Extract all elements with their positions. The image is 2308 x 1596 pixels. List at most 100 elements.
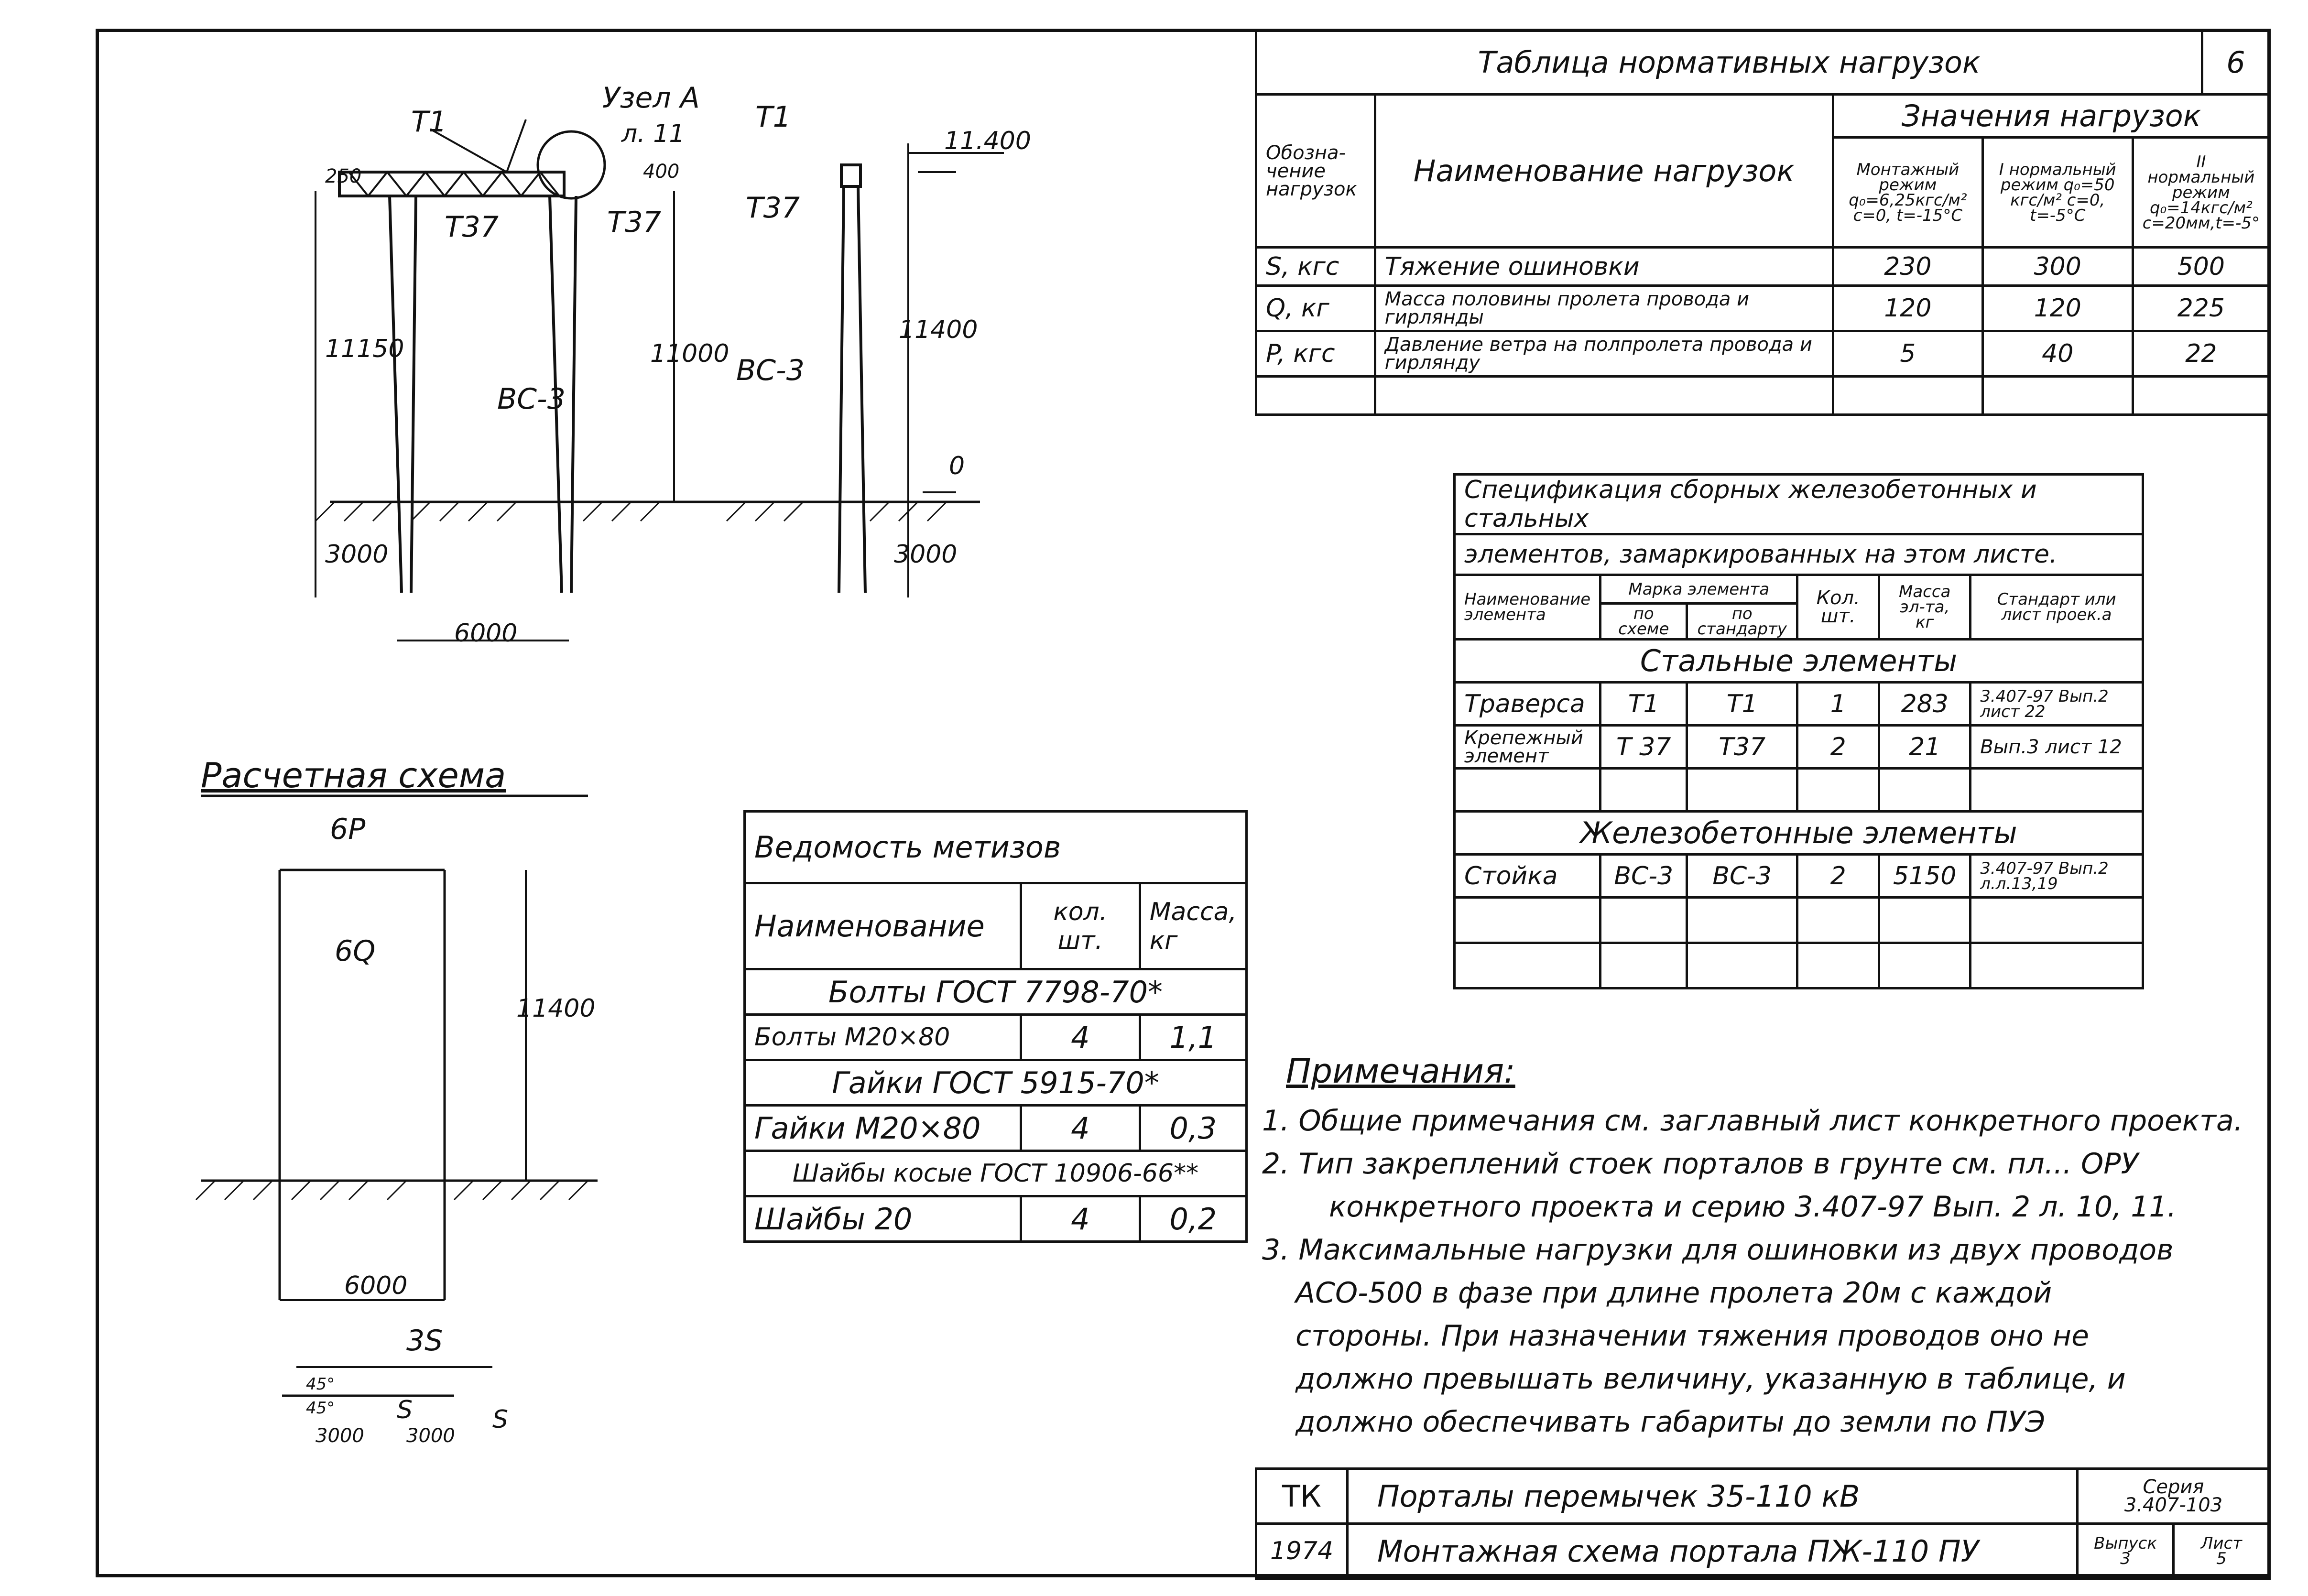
label-45-1: 45° (306, 1375, 335, 1394)
load-value: 230 (1831, 246, 1984, 287)
load-value: 120 (1981, 284, 2134, 332)
spec-cell: Крепежный элемент (1453, 724, 1602, 770)
spec-cell: 3.407-97 Вып.2 лист 22 (1969, 681, 2144, 727)
load-name: Давление ветра на полпролета провода и г… (1373, 330, 1834, 378)
note-item: 1. Общие примечания см. заглавный лист к… (1262, 1104, 2243, 1138)
load-row: S, кгс Тяжение ошиновки 230 300 500 (1255, 246, 2271, 287)
load-value: 22 (2131, 330, 2271, 378)
load-row: P, кгс Давление ветра на полпролета пров… (1255, 330, 2271, 378)
spec-row: Крепежный элемент Т 37 Т37 2 21 Вып.3 ли… (1453, 724, 2144, 770)
notes-list: 1. Общие примечания см. заглавный лист к… (1262, 1099, 2256, 1444)
spec-cell: 5150 (1878, 853, 1972, 899)
dim-3000-b: 3000 (406, 1425, 455, 1447)
title-org: ТК (1255, 1467, 1349, 1525)
note-item: конкретного проекта и серию 3.407-97 Вып… (1329, 1190, 2177, 1224)
label-bc3-side: ВС-3 (736, 354, 805, 387)
note-item: 3. Максимальные нагрузки для ошиновки из… (1262, 1233, 2174, 1267)
spec-row: Стойка ВС-3 ВС-3 2 5150 3.407-97 Вып.2 л… (1453, 853, 2144, 899)
calc-scheme-title: Расчетная схема (201, 755, 506, 795)
hardware-cell: 4 (1019, 1195, 1141, 1243)
dim-3000-a: 3000 (316, 1425, 364, 1447)
load-value: 120 (1831, 284, 1984, 332)
loads-table-title: Таблица нормативных нагрузок (1255, 29, 2203, 96)
title-line-1: Порталы перемычек 35-110 кВ (1346, 1467, 2079, 1525)
load-value: 225 (2131, 284, 2271, 332)
hardware-cell: Гайки М20×80 (743, 1104, 1022, 1152)
sheet-value: 5 (2216, 1549, 2227, 1568)
dim-11400-side: 11400 (899, 315, 978, 344)
load-value: 40 (1981, 330, 2134, 378)
series-label: Серия (2143, 1476, 2204, 1498)
title-sheet: Лист 5 (2172, 1522, 2271, 1580)
loads-table: Таблица нормативных нагрузок 6 Обозна- ч… (1255, 29, 2271, 416)
load-code: P, кгс (1255, 330, 1376, 378)
load-row: Q, кг Масса половины пролета провода и г… (1255, 284, 2271, 332)
spec-cell: ВС-3 (1599, 853, 1688, 899)
issue-number: 3 (2120, 1549, 2131, 1568)
spec-cell: 2 (1796, 724, 1881, 770)
dim-6000-calc: 6000 (344, 1271, 408, 1300)
hardware-section: Шайбы косые ГОСТ 10906-66** (743, 1150, 1248, 1197)
spec-cell: Т 37 (1599, 724, 1688, 770)
title-line-2: Монтажная схема портала ПЖ-110 ПУ (1346, 1522, 2079, 1580)
spec-cell: 3.407-97 Вып.2 л.л.13,19 (1969, 853, 2144, 899)
spec-cell: ВС-3 (1686, 853, 1799, 899)
spec-h-standard: по стандарту (1686, 602, 1799, 641)
note-item: должно превышать величину, указанную в т… (1296, 1362, 2126, 1396)
title-block: ТК Порталы перемычек 35-110 кВ Серия 3.4… (1255, 1467, 2271, 1580)
spec-h-std: Стандарт или лист проек.а (1969, 574, 2144, 641)
hardware-h-qty: кол. шт. (1019, 882, 1141, 970)
col-designation: Обозна- чение нагрузок (1255, 93, 1376, 249)
label-45-2: 45° (306, 1399, 335, 1418)
note-item: должно обеспечивать габариты до земли по… (1296, 1405, 2046, 1439)
spec-h-name: Наименование элемента (1453, 574, 1602, 641)
label-s-right: S (492, 1405, 509, 1434)
title-issue: Выпуск 3 (2076, 1522, 2175, 1580)
note-item: АСО-500 в фазе при длине пролета 20м с к… (1296, 1276, 2052, 1310)
hardware-section: Болты ГОСТ 7798-70* (743, 968, 1248, 1016)
label-t37-left: Т37 (445, 210, 499, 244)
spec-section-steel: Стальные элементы (1453, 638, 2144, 684)
hardware-cell: 0,3 (1138, 1104, 1248, 1152)
label-t1: Т1 (411, 105, 447, 139)
col-load-name: Наименование нагрузок (1373, 93, 1834, 249)
hardware-cell: 4 (1019, 1013, 1141, 1061)
dim-3000-front: 3000 (325, 540, 389, 569)
spec-cell: Т1 (1599, 681, 1688, 727)
mode-normal-2: II нормальный режим q₀=14кгс/м² c=20мм,t… (2131, 136, 2271, 249)
elev-zero: 0 (949, 452, 965, 480)
label-bc3-front: ВС-3 (497, 382, 566, 416)
load-code: Q, кг (1255, 284, 1376, 332)
load-value: 300 (1981, 246, 2134, 287)
hardware-cell: Болты М20×80 (743, 1013, 1022, 1061)
load-value: 5 (1831, 330, 1984, 378)
dim-11000: 11000 (650, 339, 729, 368)
dim-3000-side: 3000 (894, 540, 958, 569)
hardware-table: Ведомость метизов Наименование кол. шт. … (743, 810, 1248, 1243)
ground-hatch (195, 501, 947, 1201)
load-name: Тяжение ошиновки (1373, 246, 1834, 287)
side-view (838, 143, 1004, 597)
hardware-cell: 4 (1019, 1104, 1141, 1152)
front-view (315, 119, 980, 641)
title-series: Серия 3.407-103 (2076, 1467, 2271, 1525)
sheet-label: Лист (2200, 1534, 2243, 1553)
label-t37-side: Т37 (746, 191, 800, 225)
label-t1-side: Т1 (755, 100, 791, 134)
spec-h-mark: Марка элемента (1599, 574, 1799, 605)
label-s-mid: S (397, 1396, 413, 1424)
hardware-h-name: Наименование (743, 882, 1022, 970)
hardware-title: Ведомость метизов (743, 810, 1248, 884)
calc-scheme (201, 794, 598, 1397)
notes-title: Примечания: (1286, 1052, 1515, 1091)
label-node-sheet: л. 11 (621, 119, 685, 148)
spec-cell: Стойка (1453, 853, 1602, 899)
spec-cell: Т37 (1686, 724, 1799, 770)
label-3s: 3S (406, 1324, 443, 1357)
spec-row: Траверса Т1 Т1 1 283 3.407-97 Вып.2 лист… (1453, 681, 2144, 727)
spec-table: Спецификация сборных железобетонных и ст… (1453, 473, 2144, 989)
spec-cell: 2 (1796, 853, 1881, 899)
dim-400: 400 (643, 161, 680, 183)
spec-h-mass: Масса эл-та, кг (1878, 574, 1972, 641)
